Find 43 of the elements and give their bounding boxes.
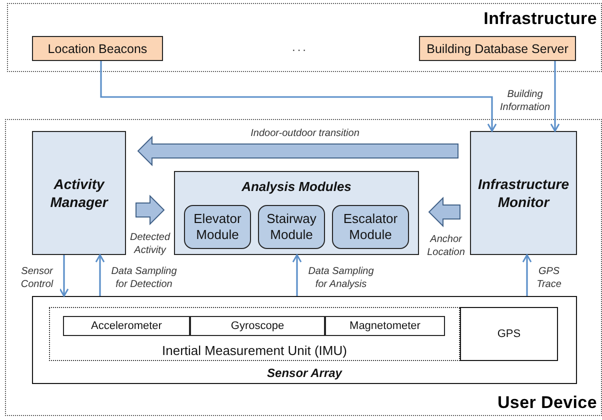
region-title: User Device <box>497 393 597 413</box>
block-arrow <box>136 194 165 226</box>
process-box <box>32 36 163 61</box>
node-label: GPS <box>497 328 521 340</box>
node-label: Infrastructure Monitor <box>476 174 570 212</box>
process-box <box>470 131 577 255</box>
arrow <box>550 61 560 132</box>
node-label: Activity Manager <box>49 174 110 212</box>
process-box <box>419 36 576 61</box>
block-arrow <box>137 136 458 166</box>
node-label: Location Beacons <box>48 42 148 56</box>
edge-label: Detected Activity <box>127 232 173 257</box>
module-box <box>184 205 251 249</box>
process-box <box>460 307 558 361</box>
node-label: Building Database Server <box>426 42 568 56</box>
process-box <box>32 296 577 384</box>
arrow <box>95 254 105 296</box>
block-arrow <box>428 196 460 228</box>
node-label: Magnetometer <box>350 320 420 332</box>
region-title: Infrastructure <box>484 9 597 29</box>
dotted-region <box>5 119 602 416</box>
ellipsis: ... <box>292 40 308 54</box>
sensor-cell <box>190 316 325 336</box>
node-label: Accelerometer <box>91 320 162 332</box>
node-label: Stairway Module <box>266 211 318 243</box>
node-label: Sensor Array <box>267 366 342 380</box>
arrow <box>522 254 532 296</box>
dotted-region <box>7 3 602 72</box>
process-box <box>32 131 126 255</box>
module-box <box>258 205 325 249</box>
node-label: Gyroscope <box>230 320 284 332</box>
node-label: Inertial Measurement Unit (IMU) <box>162 343 347 358</box>
node-label: Analysis Modules <box>242 179 352 194</box>
dotted-region <box>49 307 460 361</box>
sensor-cell <box>325 316 445 336</box>
node-label: Escalator Module <box>342 211 399 243</box>
sensor-cell <box>63 316 190 336</box>
module-box <box>332 205 409 249</box>
process-box <box>174 171 419 255</box>
node-label: Elevator Module <box>192 211 242 243</box>
arrow <box>292 254 302 296</box>
arrow <box>100 61 497 132</box>
arrow <box>59 255 69 297</box>
